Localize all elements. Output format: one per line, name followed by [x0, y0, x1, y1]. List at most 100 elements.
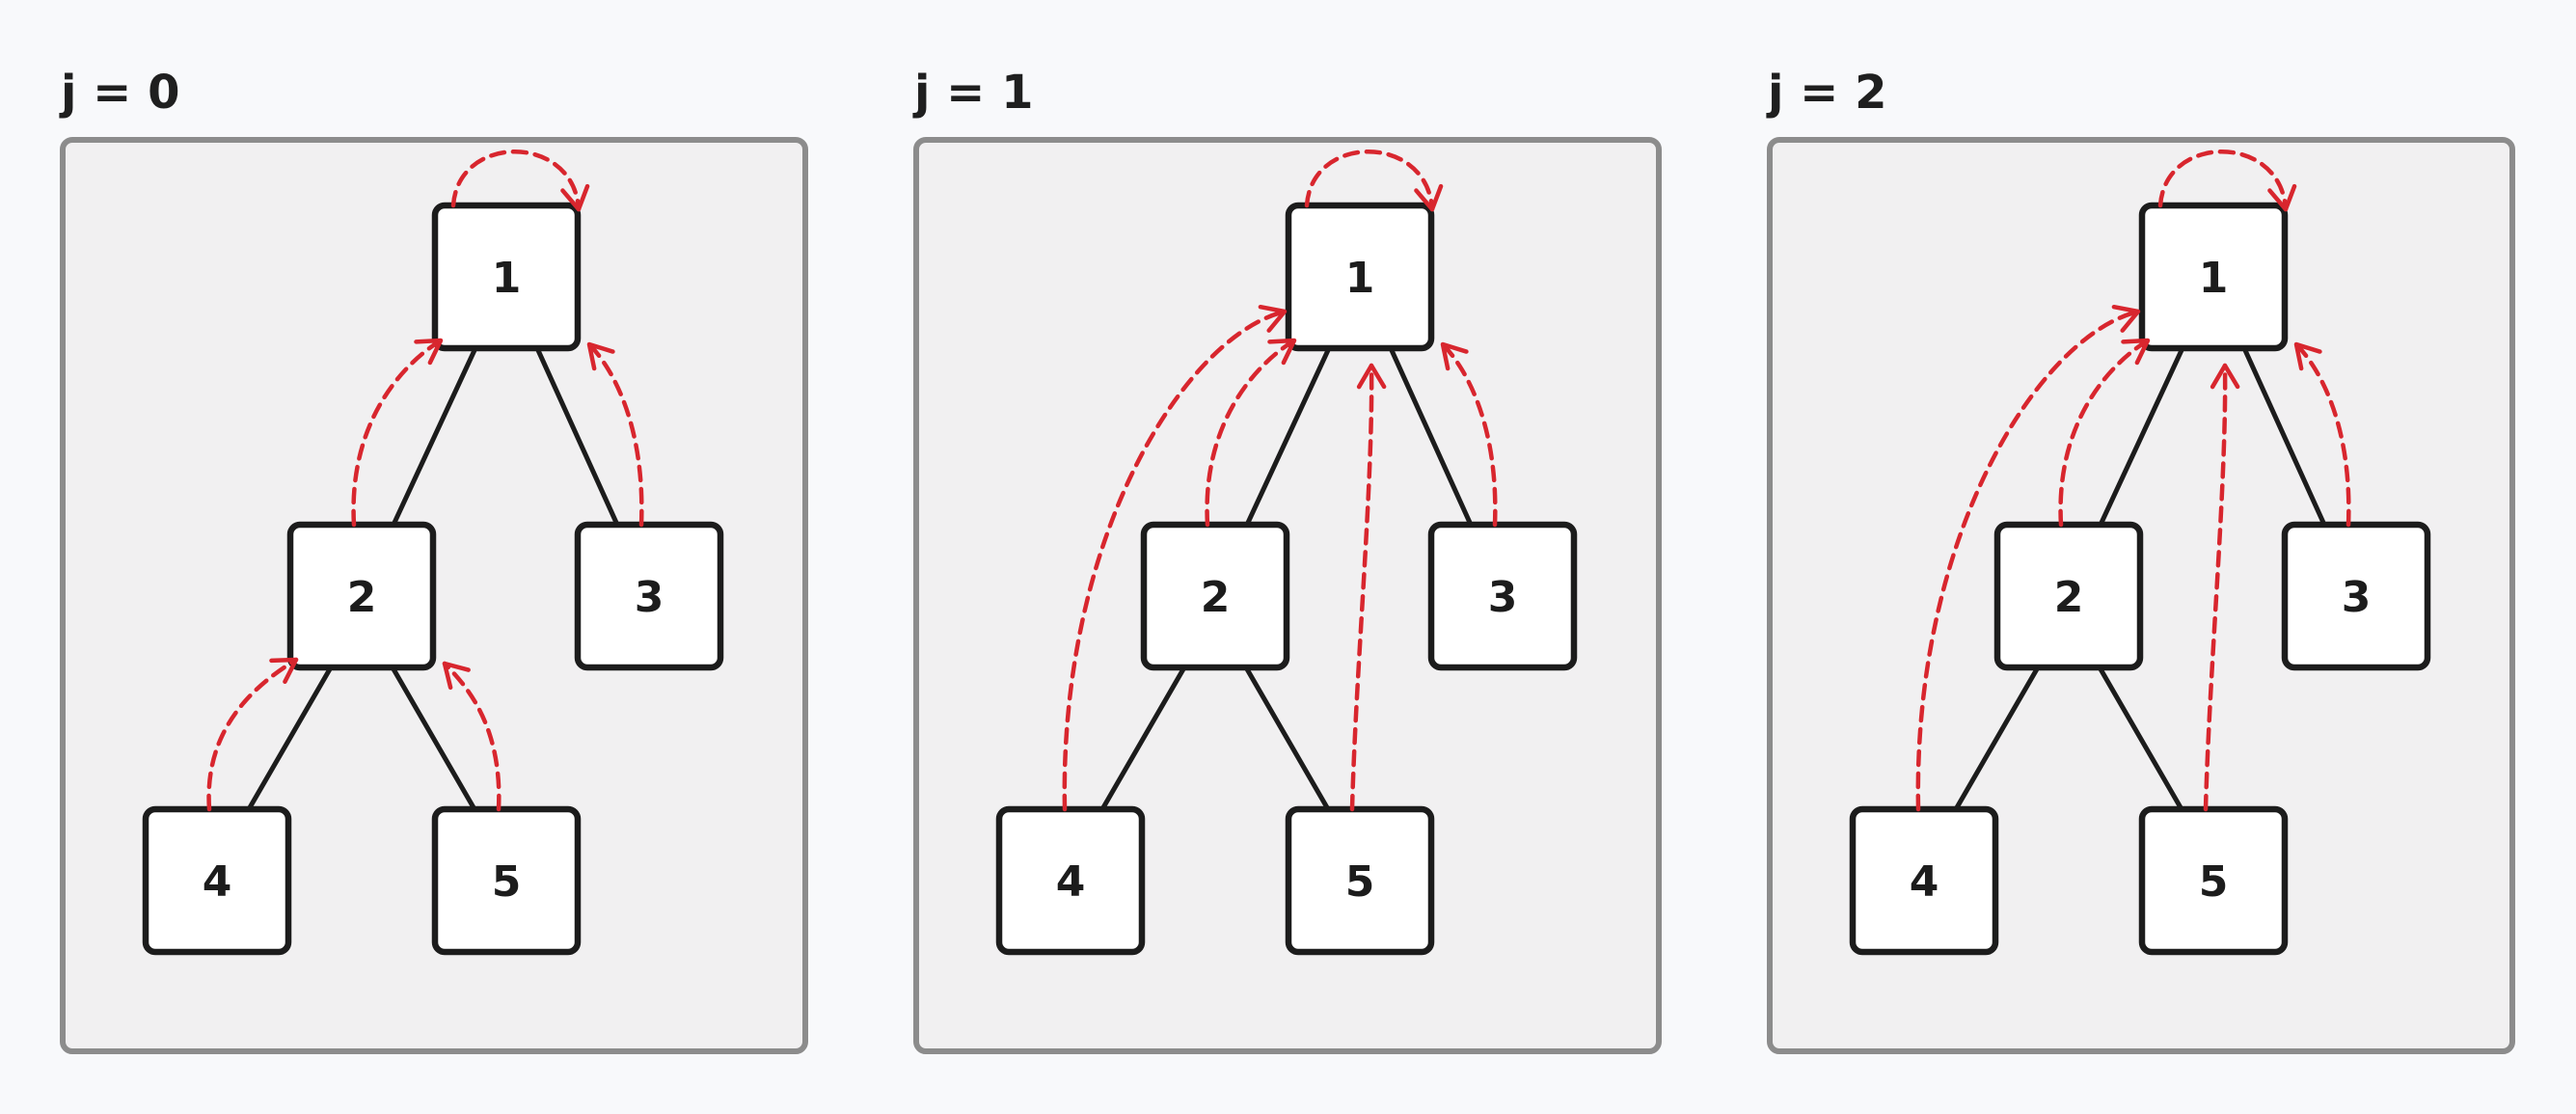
jump-arrow-4-to-1: [1062, 304, 1288, 812]
panel-title: j = 0: [59, 66, 180, 120]
tree-edge-1-3: [1388, 345, 1474, 528]
jump-arrow-line: [2293, 341, 2351, 528]
node-box: [1849, 805, 1999, 956]
node-box: [1993, 521, 2144, 671]
node-box: [286, 521, 437, 671]
node-label: 4: [203, 857, 232, 907]
node-label: 4: [1056, 857, 1086, 907]
arrowhead-icon: [2111, 304, 2141, 333]
tree-edge-2-5: [390, 665, 477, 812]
jump-arrow-line: [1440, 341, 1498, 528]
tree-node-2: 2: [1993, 521, 2144, 671]
jump-arrow-5-to-1: [2203, 363, 2240, 812]
tree-edge-1-3: [2241, 345, 2327, 528]
jump-arrow-line: [442, 661, 502, 812]
node-label: 1: [2199, 254, 2229, 303]
node-label: 3: [635, 573, 664, 622]
tree-node-2: 2: [1140, 521, 1290, 671]
node-label: 5: [492, 857, 522, 907]
arrowhead-icon: [2121, 338, 2151, 366]
jump-arrow-2-to-1: [2058, 338, 2151, 528]
node-label: 1: [492, 254, 522, 303]
node-box: [1427, 521, 1578, 671]
arrowhead-icon: [1258, 304, 1288, 333]
node-label: 5: [1345, 857, 1375, 907]
tree-node-5: 5: [2138, 805, 2289, 956]
jump-arrow-line: [1915, 309, 2141, 812]
node-label: 2: [2054, 573, 2084, 622]
node-box: [995, 805, 1146, 956]
node-box: [1285, 202, 1435, 352]
tree-edge-2-5: [1243, 665, 1331, 812]
panel-title: j = 1: [912, 66, 1034, 120]
tree-node-4: 4: [142, 805, 292, 956]
tree-node-4: 4: [1849, 805, 1999, 956]
tree-node-5: 5: [1285, 805, 1435, 956]
node-label: 3: [2342, 573, 2372, 622]
arrowhead-icon: [1414, 183, 1444, 212]
tree-node-1: 1: [2138, 202, 2289, 352]
node-label: 4: [1910, 857, 1939, 907]
tree-node-2: 2: [286, 521, 437, 671]
jump-arrow-3-to-1: [1440, 341, 1498, 528]
arrowhead-icon: [2210, 363, 2240, 390]
jump-arrow-5-to-1: [1349, 363, 1387, 812]
jump-arrow-line: [2058, 338, 2151, 528]
tree-edge-1-2: [391, 345, 478, 528]
tree-node-5: 5: [431, 805, 582, 956]
arrowhead-icon: [269, 657, 299, 685]
node-box: [2281, 521, 2431, 671]
tree-node-4: 4: [995, 805, 1146, 956]
jump-arrow-line: [1304, 149, 1435, 212]
panel-j1: j = 1 1 2 3 4 5: [912, 66, 1662, 1054]
tree-edge-2-4: [1099, 665, 1187, 812]
tree-node-3: 3: [574, 521, 724, 671]
node-box: [142, 805, 292, 956]
arrowhead-icon: [2293, 341, 2322, 371]
jump-arrow-3-to-1: [586, 341, 644, 528]
node-box: [574, 521, 724, 671]
jump-arrow-line: [1205, 338, 1297, 528]
arrowhead-icon: [560, 183, 590, 212]
arrowhead-icon: [442, 661, 471, 691]
panel-j0: j = 0 1 2 3 4 5: [59, 66, 808, 1054]
jump-arrow-line: [586, 341, 644, 528]
node-box: [431, 805, 582, 956]
jump-arrow-line: [351, 338, 444, 528]
tree-node-1: 1: [1285, 202, 1435, 352]
arrowhead-icon: [586, 341, 615, 371]
jump-arrow-1-to-1: [450, 149, 590, 212]
tree-edge-1-3: [534, 345, 620, 528]
jump-arrow-4-to-2: [206, 657, 299, 812]
node-box: [2138, 805, 2289, 956]
node-box: [1140, 521, 1290, 671]
jump-arrow-5-to-2: [442, 661, 502, 812]
arrowhead-icon: [1356, 363, 1387, 390]
tree-edge-1-2: [1244, 345, 1332, 528]
node-label: 5: [2199, 857, 2229, 907]
tree-edge-1-2: [2098, 345, 2185, 528]
tree-node-3: 3: [1427, 521, 1578, 671]
tree-edge-2-4: [246, 665, 334, 812]
node-label: 2: [347, 573, 377, 622]
node-label: 2: [1201, 573, 1231, 622]
jump-arrow-line: [2157, 149, 2289, 212]
jump-arrow-1-to-1: [2157, 149, 2297, 212]
node-box: [2138, 202, 2289, 352]
jump-arrow-line: [1062, 309, 1288, 812]
node-box: [1285, 805, 1435, 956]
node-box: [431, 202, 582, 352]
jump-arrow-2-to-1: [1205, 338, 1297, 528]
panel-title: j = 2: [1766, 66, 1887, 120]
jump-arrow-line: [2203, 363, 2228, 812]
node-label: 3: [1488, 573, 1518, 622]
jump-arrow-line: [206, 657, 299, 812]
jump-arrow-3-to-1: [2293, 341, 2351, 528]
arrowhead-icon: [414, 338, 444, 366]
arrowhead-icon: [2267, 183, 2297, 212]
jump-arrow-2-to-1: [351, 338, 444, 528]
panel-j2: j = 2 1 2 3 4 5: [1766, 66, 2515, 1054]
jump-arrow-4-to-1: [1915, 304, 2141, 812]
